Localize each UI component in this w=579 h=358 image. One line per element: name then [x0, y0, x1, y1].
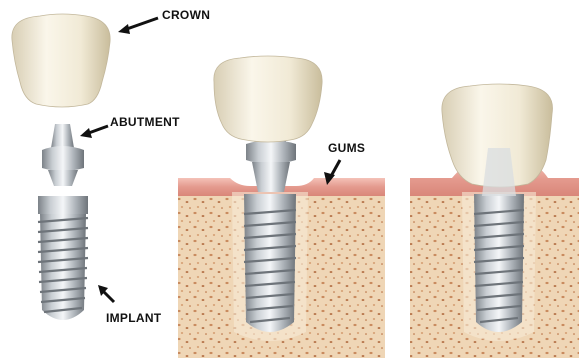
- label-implant-group: IMPLANT: [98, 285, 162, 325]
- label-crown: CROWN: [162, 8, 210, 22]
- abutment-exploded: [42, 124, 84, 186]
- implant-installed-2: [474, 194, 524, 332]
- crown-exploded: [12, 14, 110, 107]
- implant-exploded: [38, 196, 88, 320]
- stage-abutment-attached: [178, 56, 385, 358]
- label-gums: GUMS: [328, 141, 365, 155]
- label-implant: IMPLANT: [106, 311, 162, 325]
- crown-floating: [214, 56, 322, 142]
- label-abutment-group: ABUTMENT: [80, 115, 180, 138]
- arrow-crown: [124, 18, 158, 30]
- stage-exploded: [12, 14, 110, 320]
- implant-installed-1: [244, 194, 296, 332]
- abutment-in-crown: [482, 148, 516, 196]
- stage-crown-attached: [410, 84, 579, 358]
- label-abutment: ABUTMENT: [110, 115, 180, 129]
- label-crown-group: CROWN: [118, 8, 210, 34]
